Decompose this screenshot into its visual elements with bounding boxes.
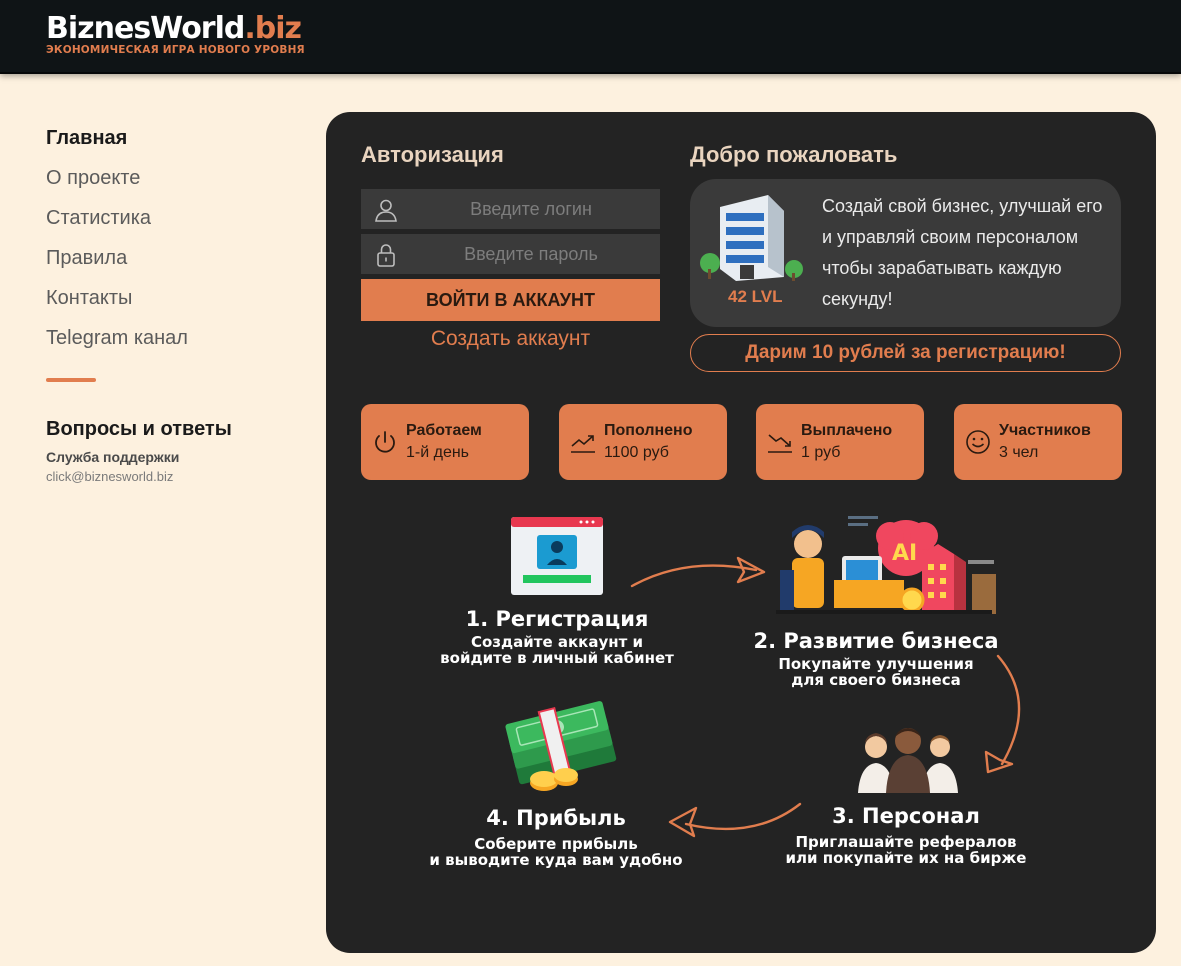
step-1-desc-line-1: Создайте аккаунт и (470, 633, 644, 651)
password-input[interactable] (411, 234, 651, 274)
step-1-title: 1. Регистрация (465, 607, 649, 631)
lock-icon (377, 244, 395, 267)
user-icon (375, 199, 397, 222)
logo-tagline: ЭКОНОМИЧЕСКАЯ ИГРА НОВОГО УРОВНЯ (46, 44, 305, 56)
personnel-icon (858, 728, 958, 793)
login-field[interactable] (361, 189, 660, 229)
stat-title: Работаем (406, 422, 482, 439)
arrow-icon (668, 802, 802, 838)
nav-item-statistics[interactable]: Статистика (46, 207, 152, 229)
nav-item-telegram[interactable]: Telegram канал (46, 327, 188, 349)
stat-card-paid: Выплачено 1 руб (756, 404, 924, 480)
stat-value: 3 чел (999, 444, 1039, 461)
stat-value: 1-й день (406, 444, 470, 461)
step-4-desc-line-1: Соберите прибыль (474, 835, 638, 853)
nav-item-about[interactable]: О проекте (46, 167, 141, 189)
money-stack-icon (505, 701, 617, 791)
stat-title: Выплачено (801, 422, 893, 439)
step-3-desc-line-1: Приглашайте рефералов (795, 833, 1017, 851)
step-3-desc-line-2: или покупайте их на бирже (785, 849, 1027, 867)
step-1-desc-line-2: войдите в личный кабинет (440, 649, 674, 667)
site-header: BiznesWorld.biz ЭКОНОМИЧЕСКАЯ ИГРА НОВОГ… (0, 0, 1181, 74)
step-4-desc-line-2: и выводите куда вам удобно (429, 851, 683, 869)
arrow-icon (984, 654, 1021, 774)
welcome-title: Добро пожаловать (690, 142, 898, 167)
stat-title: Участников (999, 422, 1091, 439)
step-4-title: 4. Прибыль (486, 806, 626, 830)
step-2-title: 2. Развитие бизнеса (753, 629, 999, 653)
arrow-icon (630, 556, 766, 588)
step-3-title: 3. Персонал (832, 804, 980, 828)
svg-text:AI: AI (892, 541, 917, 566)
main-panel: Авторизация ВОЙТИ В АККАУНТ Создать акка… (326, 112, 1156, 953)
auth-title: Авторизация (361, 142, 504, 167)
power-icon (375, 431, 395, 453)
nav-item-rules[interactable]: Правила (46, 247, 128, 269)
welcome-text: Создай свой бизнес, улучшай его и управл… (822, 196, 1103, 309)
welcome-card: 42 LVL Создай свой бизнес, улучшай его и… (690, 179, 1121, 327)
trend-up-icon (571, 435, 595, 453)
step-2-desc-line-2: для своего бизнеса (791, 671, 961, 689)
level-label: 42 LVL (728, 287, 783, 306)
support-label: Служба поддержки (46, 449, 180, 465)
registration-window-icon (511, 517, 603, 595)
support-email[interactable]: click@biznesworld.biz (46, 469, 174, 484)
business-development-icon: AI (776, 516, 996, 614)
sidebar-divider (46, 378, 96, 382)
password-field[interactable] (361, 234, 660, 274)
logo-wordmark: BiznesWorld.biz (46, 11, 302, 46)
login-button[interactable]: ВОЙТИ В АККАУНТ (361, 279, 660, 321)
stat-title: Пополнено (604, 422, 693, 439)
registration-bonus-banner: Дарим 10 рублей за регистрацию! (690, 334, 1121, 372)
stat-card-working: Работаем 1-й день (361, 404, 529, 480)
stat-value: 1 руб (801, 444, 841, 461)
step-2-desc-line-1: Покупайте улучшения (778, 655, 974, 673)
faq-link[interactable]: Вопросы и ответы (46, 418, 232, 440)
nav-item-home[interactable]: Главная (46, 127, 128, 149)
site-logo[interactable]: BiznesWorld.biz ЭКОНОМИЧЕСКАЯ ИГРА НОВОГ… (46, 11, 305, 57)
trend-down-icon (768, 434, 792, 453)
create-account-link[interactable]: Создать аккаунт (430, 327, 591, 350)
stat-card-members: Участников 3 чел (954, 404, 1122, 480)
smile-icon (966, 430, 990, 454)
sidebar: Главная О проекте Статистика Правила Кон… (46, 122, 286, 484)
stat-value: 1100 руб (604, 444, 669, 461)
nav-item-contacts[interactable]: Контакты (46, 287, 133, 309)
stat-card-deposited: Пополнено 1100 руб (559, 404, 727, 480)
building-icon (700, 195, 803, 281)
login-input[interactable] (411, 189, 651, 229)
